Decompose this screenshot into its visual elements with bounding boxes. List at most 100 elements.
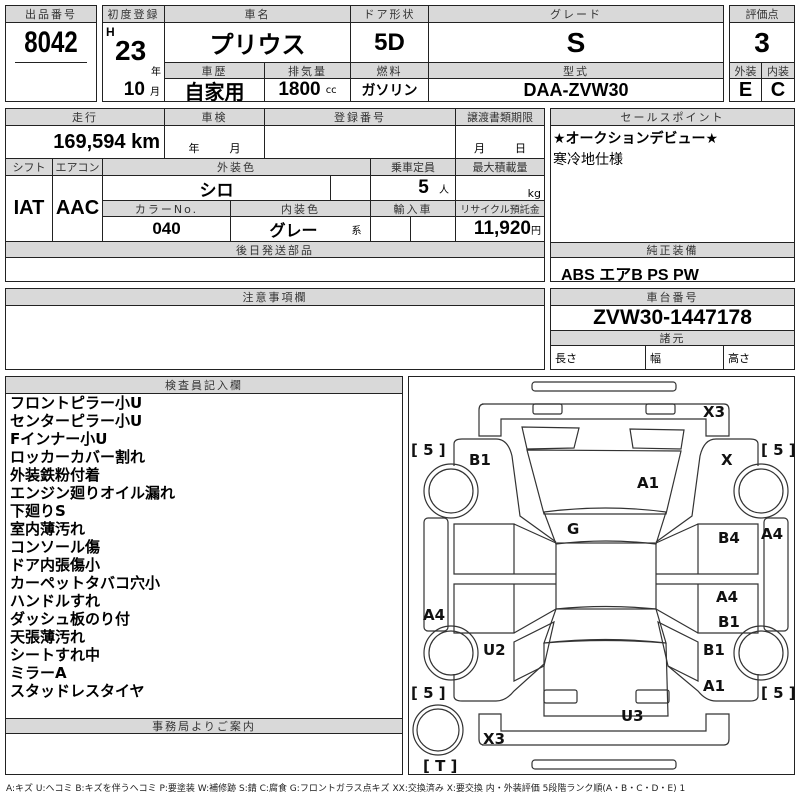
inspector-label: 検査員記入欄: [6, 377, 402, 394]
import-cell-2: [411, 217, 456, 242]
damage-mark: A1: [637, 474, 659, 492]
interior-score: C: [770, 79, 786, 101]
notes-box: 注意事項欄: [5, 288, 545, 370]
inspector-note: Fインナー小U: [10, 430, 108, 448]
mileage-label: 走行: [6, 109, 165, 126]
damage-mark: G: [567, 520, 579, 538]
score-label: 評価点: [730, 6, 794, 23]
inspector-note: 下廻りS: [10, 502, 66, 520]
recycle-unit: 円: [531, 225, 541, 237]
inspector-note: ハンドルすれ: [10, 592, 101, 610]
damage-mark: A4: [761, 525, 783, 543]
inspector-note: ミラーA: [10, 664, 67, 682]
damage-mark: B1: [703, 641, 725, 659]
shift-label: シフト: [6, 159, 53, 176]
shift: IAT: [6, 176, 53, 242]
inspector-note: ドア内張傷小: [10, 556, 101, 574]
ext-color: シロ: [103, 176, 331, 201]
later-parts-label: 後日発送部品: [6, 242, 544, 258]
inspector-note: シートすれ中: [10, 646, 101, 664]
ext-color-extra: [331, 176, 371, 201]
grade-label: グレード: [429, 6, 723, 23]
inspector-note: 室内薄汚れ: [10, 520, 86, 538]
lot-label: 出品番号: [6, 6, 96, 23]
door-type: 5D: [351, 23, 429, 63]
lot-number: 8042: [15, 23, 87, 63]
svg-text:[ T ]: [ T ]: [423, 757, 457, 775]
inspector-note: 天張薄汚れ: [10, 628, 86, 646]
model: DAA-ZVW30: [523, 79, 629, 100]
displacement: 1800: [278, 79, 321, 100]
front-panel-outline: [478, 403, 730, 437]
car-name: プリウス: [165, 23, 351, 63]
grade: S: [429, 23, 723, 63]
damage-mark: X3: [703, 403, 725, 421]
displacement-label: 排気量: [265, 63, 351, 79]
rear-bumper-outline: [531, 759, 677, 770]
transfer-day: 日: [515, 142, 526, 155]
capacity: 5: [418, 177, 429, 198]
sales-box: セールスポイント ★オークションデビュー★ 寒冷地仕様 純正装備 ABS エアB…: [550, 108, 795, 284]
inspector-note: ロッカーカバー割れ: [10, 448, 146, 466]
inspection-label: 車検: [165, 109, 265, 126]
import-label: 輸入車: [371, 201, 456, 217]
sales-line: ★オークションデビュー★: [553, 131, 719, 147]
damage-mark: U2: [483, 641, 506, 659]
mileage: 169,594 km: [6, 126, 165, 159]
rear-panel-outline: [478, 713, 730, 746]
damage-mark: B1: [718, 613, 740, 631]
chassis-label: 車台番号: [551, 289, 794, 306]
int-color: グレー: [269, 223, 318, 240]
import-cell-1: [371, 217, 411, 242]
lot-box: 出品番号 8042: [5, 5, 97, 102]
damage-mark: A1: [703, 677, 725, 695]
car-name-label: 車名: [165, 6, 351, 23]
notes-label: 注意事項欄: [6, 289, 544, 306]
exterior-label: 外装: [730, 63, 762, 79]
era: H: [106, 25, 115, 39]
int-color-suffix: 系: [351, 225, 362, 237]
damage-mark: A4: [716, 588, 738, 606]
transfer-label: 譲渡書類期限: [456, 109, 544, 126]
sales-label: セールスポイント: [551, 109, 794, 126]
tread-depth: 5: [773, 441, 783, 459]
max-load-unit: kg: [456, 176, 544, 201]
transfer-month: 月: [474, 142, 485, 155]
score-box: 評価点 3 外装 内装 E C: [729, 5, 795, 102]
color-no-label: カラーNo.: [103, 201, 231, 217]
inspector-note: フロントピラー小U: [10, 394, 143, 412]
history-label: 車歴: [165, 63, 265, 79]
capacity-unit: 人: [439, 184, 449, 196]
damage-mark: U3: [621, 707, 644, 725]
damage-mark: A4: [423, 606, 445, 624]
svg-text:[ 5 ]: [ 5 ]: [411, 684, 446, 702]
damage-mark: B4: [718, 529, 740, 547]
damage-mark: X: [721, 451, 733, 469]
first-reg-label: 初度登録: [103, 6, 165, 23]
year-unit: 年: [151, 67, 161, 78]
inspector-note: コンソール傷: [10, 538, 101, 556]
reg-no-label: 登録番号: [265, 109, 456, 126]
month-unit: 月: [150, 86, 160, 98]
interior-label: 内装: [762, 63, 794, 79]
spec-width: 幅: [646, 346, 724, 369]
inspector-note: ダッシュ板のり付: [10, 610, 131, 628]
equipment-label: 純正装備: [551, 242, 794, 258]
tread-depth: 5: [773, 684, 783, 702]
inspector-note: エンジン廻りオイル漏れ: [10, 484, 176, 502]
svg-text:[ 5 ]: [ 5 ]: [761, 684, 796, 702]
ext-color-label: 外装色: [103, 159, 371, 176]
vehicle-box: 初度登録 車名 ドア形状 グレード H 23 年 10 月 プリウス 5D S …: [102, 5, 724, 102]
inspection-year: 年: [188, 142, 200, 155]
tread-depth: 5: [423, 441, 433, 459]
spec-length: 長さ: [551, 346, 646, 369]
specs-label: 諸元: [551, 331, 794, 346]
damage-mark: X3: [483, 730, 505, 748]
inspector-note: スタッドレスタイヤ: [10, 682, 145, 700]
spec-height: 高さ: [728, 351, 750, 365]
spare-tire: T: [435, 757, 446, 775]
ac: AAC: [53, 176, 103, 242]
inspection-month: 月: [229, 142, 241, 155]
damage-diagram: X3 B1 X A1 G B4 A4 A4 A4 B1 U2 B1 A1 U3 …: [408, 376, 796, 775]
